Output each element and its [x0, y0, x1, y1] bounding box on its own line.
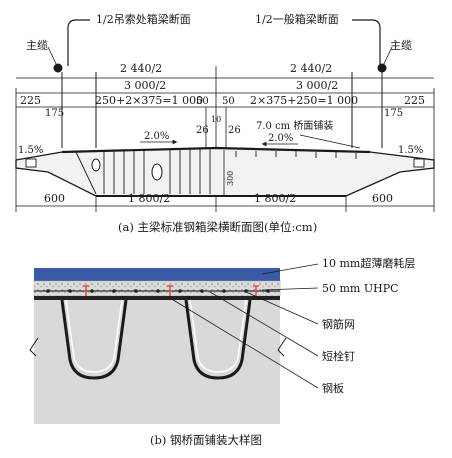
left-hanger-line — [67, 19, 90, 66]
right-section-label: 1/2一般箱梁断面 — [255, 12, 339, 26]
layer-3-label: 钢筋网 — [322, 317, 355, 331]
cross-slope-right: 1.5% — [398, 145, 423, 156]
dim-top-left: 2 440/2 — [120, 62, 162, 75]
wearing-layer — [34, 268, 280, 281]
cross-slope-left: 1.5% — [18, 145, 43, 156]
paving-detail-diagram: 10 mm超薄磨耗层 50 mm UHPC 钢筋网 短栓钉 钢板 (b) 钢桥面… — [29, 256, 415, 447]
right-main-cable-label: 主缆 — [390, 39, 412, 52]
dim-second-right: 3 000/2 — [296, 79, 338, 92]
layer-1-label: 10 mm超薄磨耗层 — [322, 256, 415, 270]
dim-bottom-600-right: 600 — [372, 192, 393, 205]
dim-225-left: 225 — [20, 94, 41, 107]
dim-26-right: 26 — [228, 125, 241, 136]
layer-4-label: 短栓钉 — [322, 349, 355, 363]
u-rib-left — [60, 299, 128, 380]
caption-a: (a) 主梁标准钢箱梁横断面图(单位:cm) — [118, 220, 317, 234]
dim-225-right: 225 — [404, 94, 425, 107]
left-section-label: 1/2吊索处箱梁断面 — [96, 12, 191, 26]
dim-span-right: 2×375+250=1 000 — [250, 94, 358, 107]
left-main-cable-label: 主缆 — [26, 39, 48, 52]
depth-label: 300 — [226, 171, 235, 186]
u-rib-right — [184, 299, 252, 380]
slope-left: 2.0% — [144, 131, 169, 142]
box-girder-outline — [15, 147, 435, 197]
dim-bottom-600-left: 600 — [44, 192, 65, 205]
caption-b: (b) 钢桥面铺装大样图 — [150, 433, 262, 447]
dim-50-left: 50 — [196, 96, 209, 107]
slope-right: 2.0% — [268, 133, 293, 144]
right-hanger-line — [352, 19, 381, 66]
dim-span-left: 250+2×375=1 000 — [95, 94, 203, 107]
steel-deck-plate — [34, 296, 280, 300]
dim-175-right: 175 — [384, 108, 403, 119]
layer-5-label: 钢板 — [322, 381, 344, 395]
dim-bottom-1800-right: 1 800/2 — [254, 192, 296, 205]
dim-top-right: 2 440/2 — [290, 62, 332, 75]
paving-label: 7.0 cm 桥面铺装 — [256, 119, 333, 132]
dim-175-left: 175 — [45, 108, 64, 119]
cross-section-diagram: 1/2吊索处箱梁断面 1/2一般箱梁断面 主缆 主缆 2 440/2 2 440… — [15, 12, 435, 234]
dim-10: 10 — [211, 115, 221, 124]
stud-markers — [83, 285, 259, 296]
dim-26-left: 26 — [196, 125, 209, 136]
dim-50-right: 50 — [222, 96, 235, 107]
dim-second-left: 3 000/2 — [124, 79, 166, 92]
dim-bottom-1800-left: 1 800/2 — [128, 192, 170, 205]
layer-2-label: 50 mm UHPC — [322, 282, 399, 295]
